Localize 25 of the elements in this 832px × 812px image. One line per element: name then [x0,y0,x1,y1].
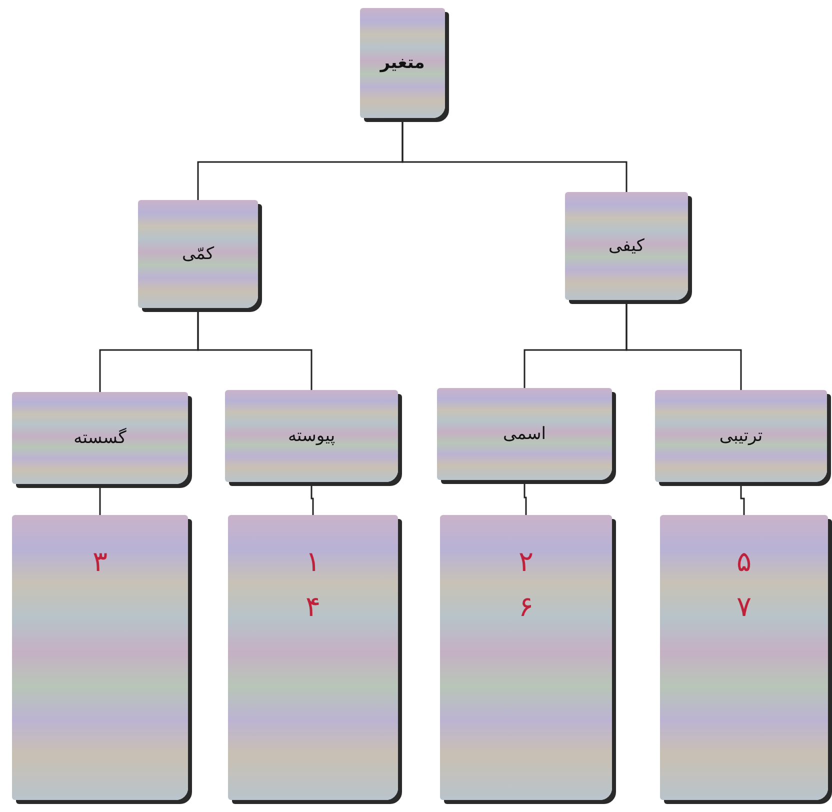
number-label: ۷ [736,588,752,625]
category-label: کمّی [182,244,214,264]
answer-panel [12,515,188,800]
answer-panel [228,515,398,800]
number-label: ۲ [518,544,534,580]
category-label: گسسته [74,428,126,448]
category-box [437,388,612,480]
category-box [655,390,827,482]
answer-panel [440,515,612,800]
category-label: متغیر [380,53,425,73]
category-label: اسمی [503,424,546,444]
category-label: ترتیبی [719,426,763,446]
number-label: ۳ [92,544,108,580]
number-label: ۶ [518,588,534,625]
category-box [225,390,398,482]
number-label: ۱ [306,544,320,580]
category-box [360,8,445,118]
category-label: کیفی [608,236,644,256]
number-label: ۵ [736,544,752,580]
number-label: ۴ [306,588,320,625]
category-box [12,392,188,484]
answer-panel [660,515,828,800]
category-box [565,192,688,300]
category-box [138,200,258,308]
category-label: پیوسته [288,426,336,446]
